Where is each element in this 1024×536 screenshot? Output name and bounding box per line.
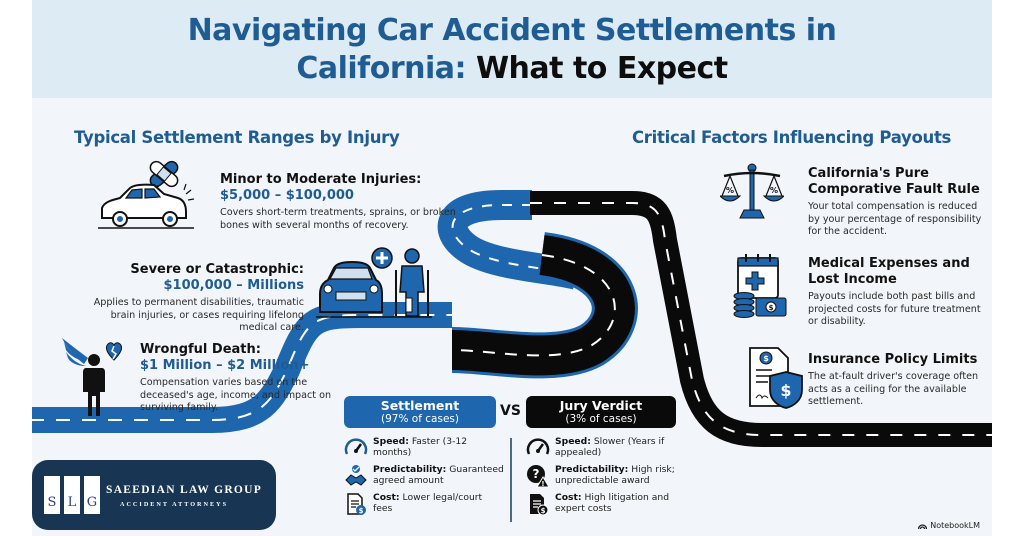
question-warning-icon: ?! [527, 465, 550, 488]
factor-item-comparative-fault: California's Pure Comporative Fault Rule… [808, 166, 988, 239]
svg-text:$: $ [769, 304, 774, 312]
logo-letter-l: L [64, 476, 80, 514]
document-dollar-icon: $ [347, 493, 366, 515]
calendar-medical-money-icon: $ [733, 254, 787, 318]
injury-item-wrongful-death: Wrongful Death: $1 Million – $2 Million+… [140, 342, 340, 415]
row-label: Predictability: [555, 464, 629, 475]
jury-subtitle: (3% of cases) [565, 413, 637, 425]
row-label: Speed: [555, 436, 591, 447]
settlement-row-predictability: Predictability: Guaranteed agreed amount [344, 464, 506, 488]
notebooklm-watermark: NotebookLM [918, 521, 980, 530]
row-text: Faster (3-12 months) [373, 436, 468, 458]
settlement-row-speed: Speed: Faster (3-12 months) [344, 436, 504, 460]
injury-desc: Compensation varies based on the decease… [140, 377, 332, 413]
s-curve-road [437, 190, 638, 379]
factor-title: Medical Expenses and Lost Income [808, 256, 970, 287]
notebooklm-icon [918, 524, 928, 529]
injury-desc: Covers short-term treatments, sprains, o… [220, 207, 456, 231]
injury-item-severe: Severe or Catastrophic: $100,000 – Milli… [72, 262, 304, 335]
vs-label: VS [500, 403, 521, 419]
factor-desc: Payouts include both past bills and proj… [808, 291, 981, 327]
svg-text:?: ? [533, 467, 540, 481]
row-text: Lower legal/court fees [373, 492, 483, 514]
factor-item-medical-expenses: Medical Expenses and Lost Income Payouts… [808, 256, 988, 329]
watermark-text: NotebookLM [930, 521, 980, 530]
jury-row-predictability: ?! Predictability: High risk; unpredicta… [526, 464, 686, 488]
law-group-logo: S L G SAEEDIAN LAW GROUP ACCIDENT ATTORN… [32, 460, 276, 530]
jury-verdict-pill: Jury Verdict (3% of cases) [526, 396, 676, 428]
svg-text:%: % [770, 186, 778, 195]
row-text: Guaranteed agreed amount [373, 464, 504, 486]
factor-title: Insurance Policy Limits [808, 352, 978, 367]
injury-title: Minor to Moderate Injuries: [220, 172, 422, 187]
title-line-1: Navigating Car Accident Settlements in [187, 13, 837, 48]
injury-range: $5,000 – $100,000 [220, 188, 354, 203]
scales-percent-icon: % % [720, 163, 784, 219]
svg-text:%: % [726, 186, 734, 195]
settlement-title: Settlement [380, 398, 460, 413]
left-section-heading: Typical Settlement Ranges by Injury [74, 128, 400, 147]
row-text: High litigation and expert costs [555, 492, 670, 514]
svg-text:$: $ [763, 354, 769, 363]
settlement-row-cost: $ Cost: Lower legal/court fees [344, 492, 504, 516]
damaged-car-bandage-icon [98, 160, 195, 229]
injury-title: Wrongful Death: [140, 342, 261, 357]
injury-range: $100,000 – Millions [163, 278, 305, 293]
policy-shield-dollar-icon: $ $ [749, 347, 803, 409]
row-text: High risk; unpredictable award [555, 464, 675, 486]
injury-range: $1 Million – $2 Million+ [140, 358, 310, 373]
logo-letter-s: S [44, 476, 60, 514]
right-section-heading: Critical Factors Influencing Payouts [632, 128, 952, 147]
header-band [32, 0, 992, 98]
black-road [530, 191, 992, 447]
svg-text:$: $ [541, 507, 546, 515]
speedometer-icon [344, 438, 368, 455]
title-line-2: California: What to Expect [32, 50, 992, 88]
injury-title: Severe or Catastrophic: [130, 262, 304, 277]
jury-row-speed: Speed: Slower (Years if appealed) [526, 436, 686, 460]
crashed-car-crutches-icon [316, 247, 432, 318]
row-label: Cost: [555, 492, 582, 503]
factor-title: California's Pure Comporative Fault Rule [808, 166, 980, 197]
factor-item-policy-limits: Insurance Policy Limits The at-fault dri… [808, 352, 988, 409]
title-line-2-dark: What to Expect [475, 51, 728, 86]
factor-desc: Your total compensation is reduced by yo… [808, 201, 982, 237]
row-label: Cost: [373, 492, 400, 503]
jury-title: Jury Verdict [559, 398, 643, 413]
svg-text:!: ! [541, 480, 544, 488]
svg-text:$: $ [359, 507, 364, 515]
row-label: Predictability: [373, 464, 447, 475]
svg-text:$: $ [780, 381, 791, 400]
injury-desc: Applies to permanent disabilities, traum… [93, 297, 304, 333]
page-title: Navigating Car Accident Settlements in C… [32, 12, 992, 88]
comparison-divider [510, 438, 512, 522]
logo-letter-g: G [84, 476, 100, 514]
title-line-2-blue: California: [296, 51, 467, 86]
infographic: Navigating Car Accident Settlements in C… [32, 0, 992, 536]
speedometer-icon [526, 438, 550, 455]
jury-row-cost: $ Cost: High litigation and expert costs [526, 492, 686, 516]
settlement-subtitle: (97% of cases) [381, 413, 459, 425]
document-dollar-icon: $ [530, 494, 549, 516]
row-text: Slower (Years if appealed) [555, 436, 665, 458]
factor-desc: The at-fault driver's coverage often act… [808, 371, 979, 407]
settlement-pill: Settlement (97% of cases) [344, 396, 496, 428]
logo-name: SAEEDIAN LAW GROUP [106, 484, 263, 496]
injury-item-minor: Minor to Moderate Injuries: $5,000 – $10… [220, 172, 460, 232]
logo-tagline: ACCIDENT ATTORNEYS [120, 501, 229, 508]
row-label: Speed: [373, 436, 409, 447]
handshake-icon [345, 465, 367, 486]
winged-person-broken-heart-icon [62, 338, 123, 416]
